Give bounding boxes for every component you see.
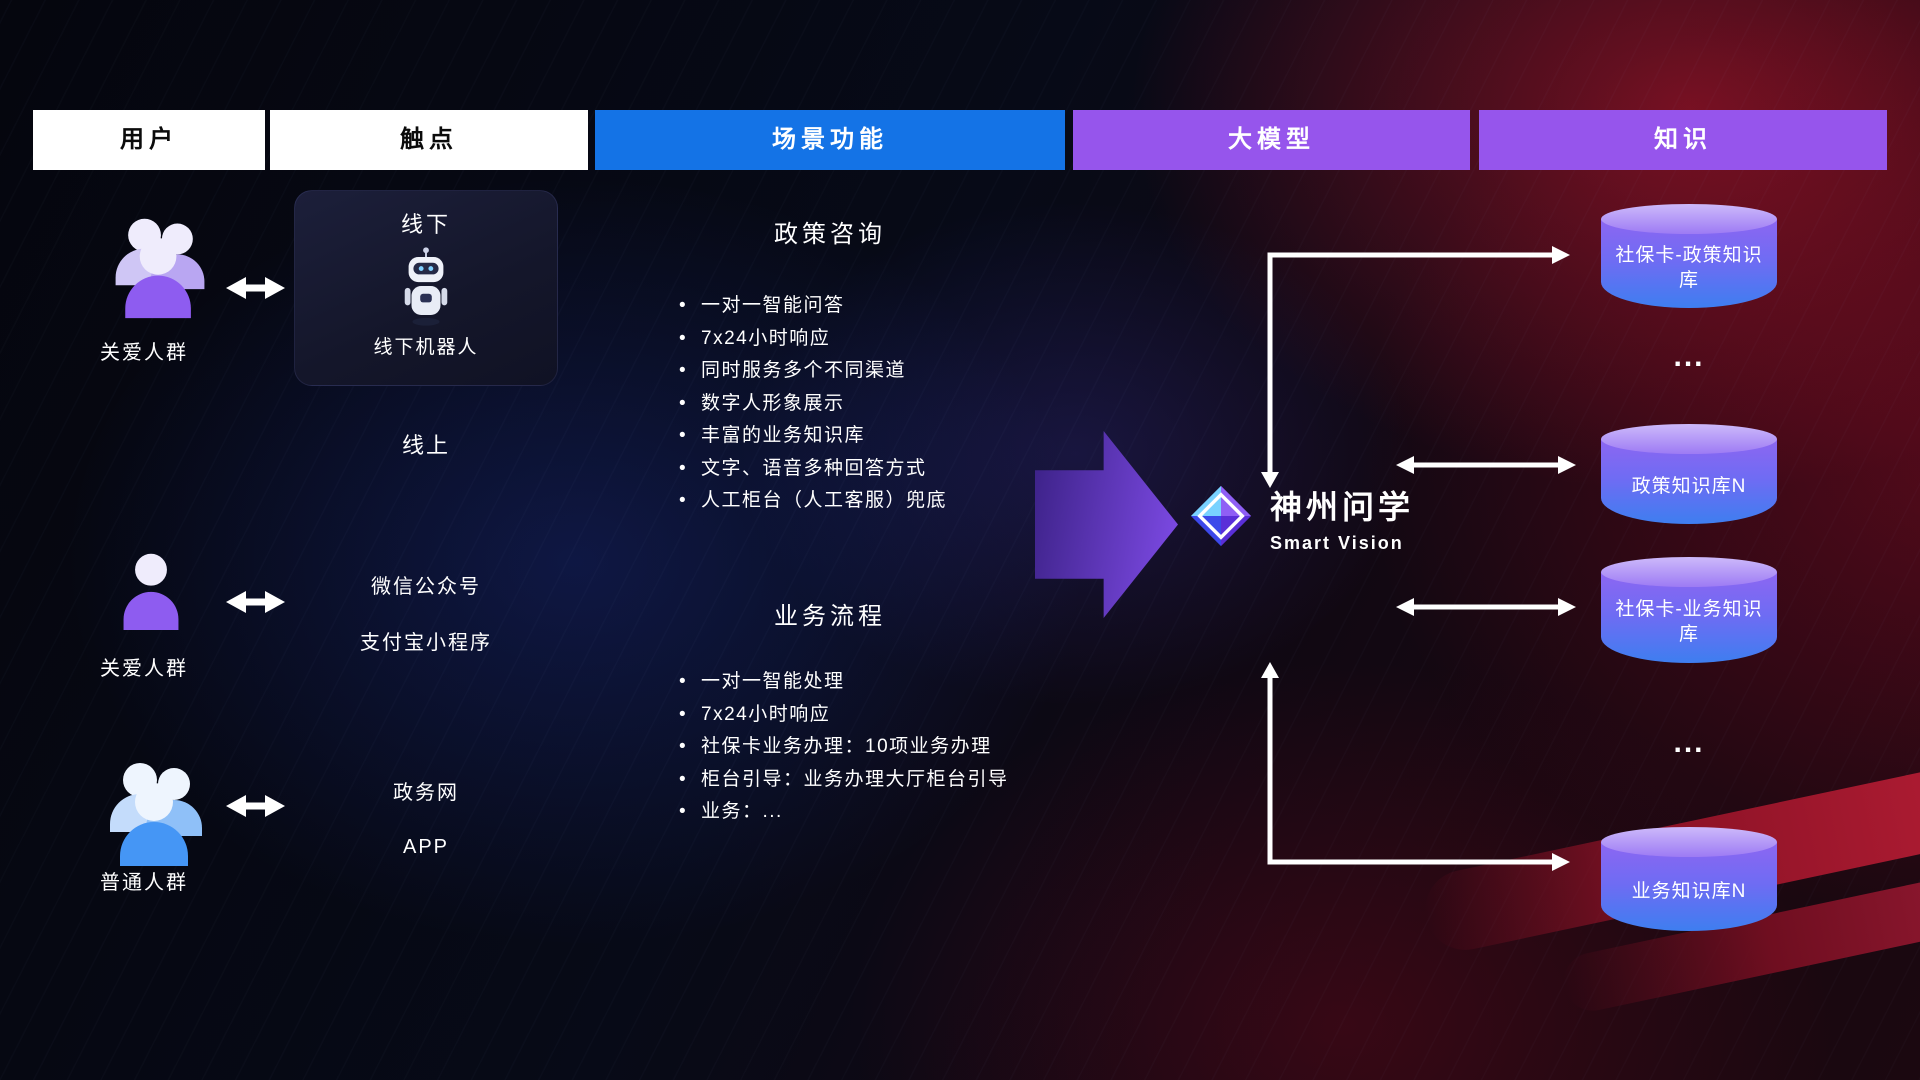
- column-header-knowledge: 知识: [1479, 110, 1887, 170]
- user-group-label: 关爱人群: [100, 658, 188, 680]
- list-item: 丰富的业务知识库: [677, 420, 947, 453]
- channel-gov-web: 政务网: [393, 782, 459, 804]
- database-cylinder-icon: 社保卡-业务知识库: [1601, 557, 1777, 663]
- policy-feature-list: 一对一智能问答 7x24小时响应 同时服务多个不同渠道 数字人形象展示 丰富的业…: [677, 290, 947, 518]
- database-label: 业务知识库N: [1631, 880, 1747, 902]
- ellipsis-label: ...: [1673, 340, 1705, 373]
- ellipsis-label: ...: [1673, 726, 1705, 759]
- database-cylinder-icon: 社保卡-政策知识库: [1601, 204, 1777, 308]
- group-users-purple-icon: [102, 210, 218, 327]
- channel-wechat: 微信公众号: [371, 576, 481, 598]
- model-name: 神州问学: [1270, 489, 1415, 525]
- database-label: 社保卡-业务知识库: [1615, 599, 1763, 645]
- database-top: [1601, 827, 1777, 857]
- list-item: 7x24小时响应: [677, 699, 1009, 732]
- channel-alipay: 支付宝小程序: [360, 632, 492, 654]
- list-item: 柜台引导：业务办理大厅柜台引导: [677, 764, 1009, 797]
- list-item: 数字人形象展示: [677, 388, 947, 421]
- list-item: 社保卡业务办理：10项业务办理: [677, 731, 1009, 764]
- offline-robot-label: 线下机器人: [373, 337, 479, 358]
- database-top: [1601, 204, 1777, 234]
- person-purple-icon: [120, 550, 182, 637]
- column-header-model: 大模型: [1073, 110, 1470, 170]
- business-section-title: 业务流程: [774, 603, 886, 630]
- user-group-label: 关爱人群: [100, 342, 188, 364]
- channel-app: APP: [402, 836, 450, 858]
- model-logo: 神州问学 Smart Vision: [1188, 482, 1414, 554]
- database-cylinder-icon: 业务知识库N: [1601, 827, 1777, 931]
- list-item: 7x24小时响应: [677, 323, 947, 356]
- model-subtitle: Smart Vision: [1270, 533, 1404, 553]
- database-cylinder-icon: 政策知识库N: [1601, 424, 1777, 524]
- user-group-label: 普通人群: [100, 872, 188, 894]
- list-item: 一对一智能问答: [677, 290, 947, 323]
- database-top: [1601, 557, 1777, 587]
- business-feature-list: 一对一智能处理 7x24小时响应 社保卡业务办理：10项业务办理 柜台引导：业务…: [677, 666, 1009, 829]
- list-item: 文字、语音多种回答方式: [677, 453, 947, 486]
- list-item: 业务：...: [677, 796, 1009, 829]
- column-header-scenarios: 场景功能: [595, 110, 1065, 170]
- list-item: 一对一智能处理: [677, 666, 1009, 699]
- online-title: 线上: [401, 433, 450, 458]
- list-item: 人工柜台（人工客服）兜底: [677, 485, 947, 518]
- robot-icon: [295, 245, 557, 327]
- database-body: [1601, 572, 1777, 663]
- policy-section-title: 政策咨询: [774, 221, 886, 248]
- column-header-touchpoints: 触点: [270, 110, 588, 170]
- column-header-users: 用户: [33, 110, 265, 170]
- database-top: [1601, 424, 1777, 454]
- diamond-logo-icon: [1188, 483, 1254, 554]
- database-label: 社保卡-政策知识库: [1615, 245, 1763, 291]
- offline-touchpoint-card: 线下 线下机器人: [294, 190, 558, 386]
- group-users-blue-icon: [96, 754, 216, 875]
- model-logo-text: 神州问学 Smart Vision: [1270, 482, 1414, 554]
- offline-title: 线下: [400, 212, 451, 237]
- database-label: 政策知识库N: [1631, 475, 1747, 497]
- list-item: 同时服务多个不同渠道: [677, 355, 947, 388]
